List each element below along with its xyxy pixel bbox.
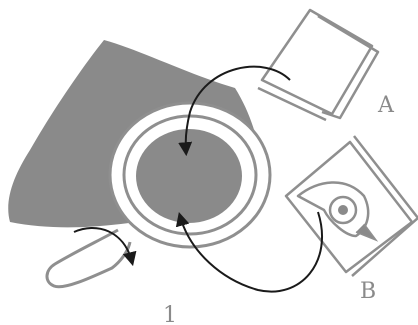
label-b: B: [360, 279, 376, 304]
label-a: A: [377, 93, 395, 118]
magnifier-handle: [47, 230, 130, 287]
blank-card-icon: [258, 10, 378, 120]
eye-pupil: [338, 205, 348, 215]
magnifier-lens: [136, 129, 242, 223]
eye-card-icon: [286, 136, 418, 276]
label-step: 1: [163, 303, 177, 325]
